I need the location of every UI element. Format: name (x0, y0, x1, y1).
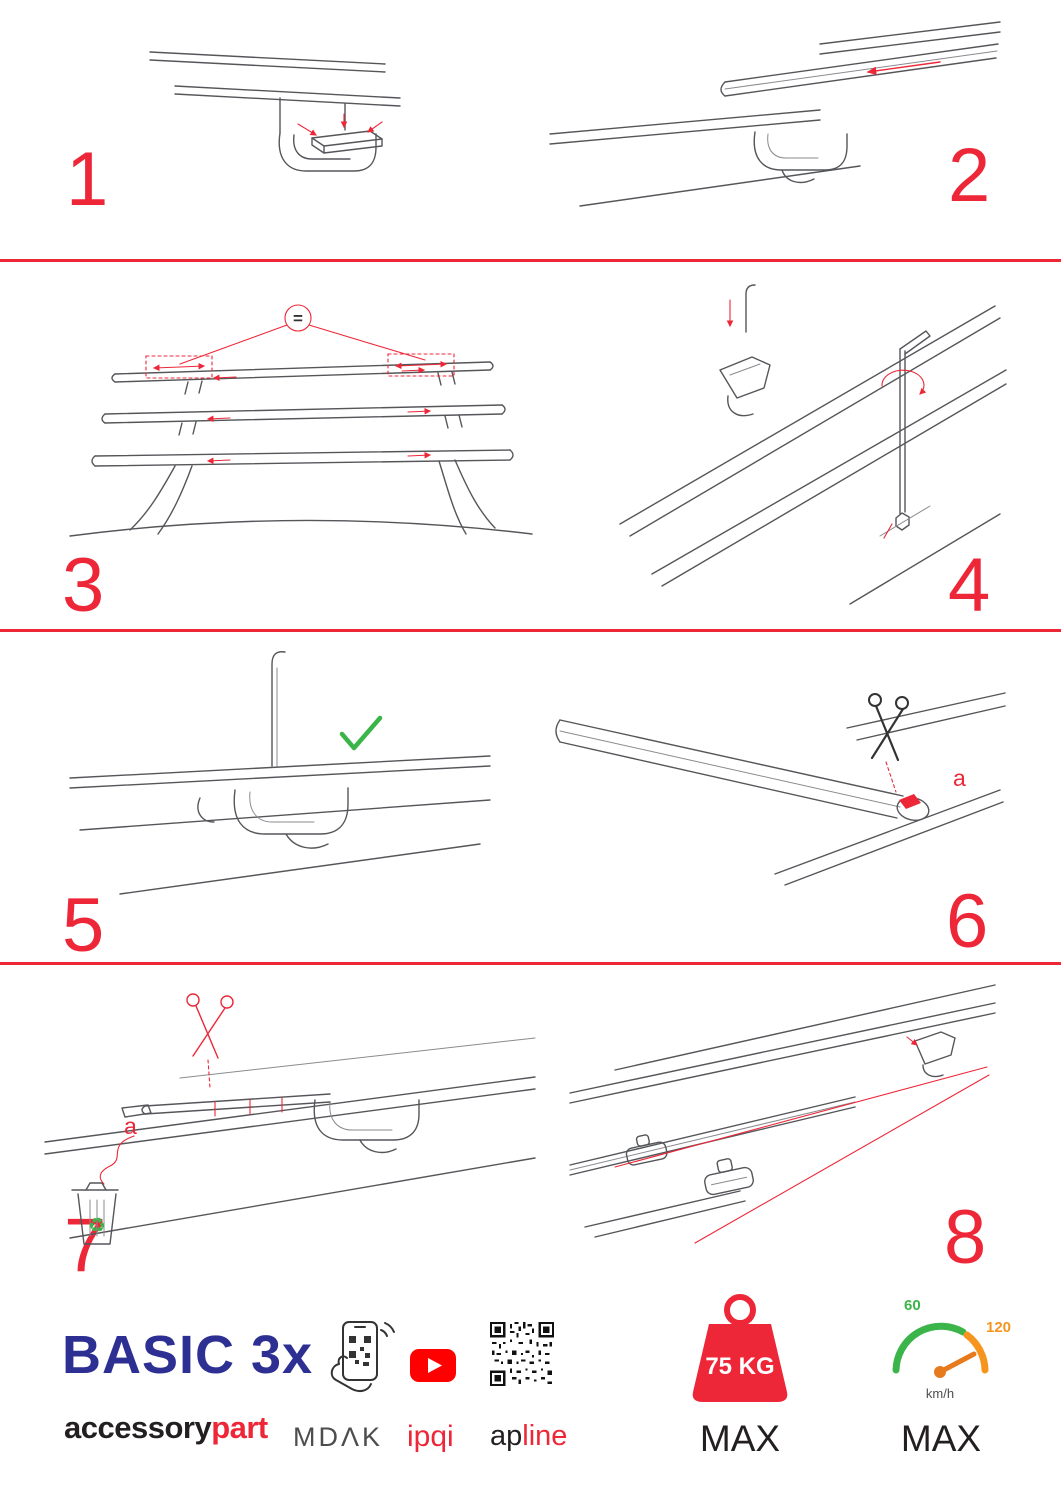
brand-wordmark-red: part (211, 1410, 268, 1445)
divider (0, 962, 1061, 965)
step-4-illustration (619, 284, 1007, 605)
apline-logo-black: ap (490, 1420, 523, 1452)
step-5-illustration (69, 651, 491, 895)
recycle-icon: ♻ (88, 1215, 106, 1237)
scan-qr-phone-icon (330, 1321, 395, 1393)
max-speed-label: MAX (900, 1418, 982, 1459)
apline-logo: apline (490, 1422, 567, 1451)
step-8-illustration (569, 984, 996, 1244)
discard-piece-label: a (124, 1113, 137, 1139)
divider (0, 629, 1061, 632)
trash-icon (71, 1182, 119, 1245)
brand-wordmark-black: accessory (64, 1410, 212, 1445)
scissors-icon (868, 693, 909, 762)
speed-low-label: 60 (904, 1297, 921, 1314)
max-weight-value: 75 KG (705, 1353, 774, 1380)
check-icon (339, 715, 383, 751)
speedometer-icon: 60 120 km/h (892, 1297, 1011, 1401)
qr-code (490, 1322, 554, 1386)
end-cap-piece (704, 1158, 754, 1196)
step-2-illustration (549, 21, 1001, 207)
step-6-illustration: a (555, 692, 1006, 886)
speed-high-label: 120 (986, 1319, 1011, 1336)
mdak-logo: MDΛK (293, 1422, 384, 1452)
cut-point-label: a (953, 765, 966, 791)
scissors-icon (186, 993, 234, 1059)
ipqi-logo: ipqi (407, 1420, 454, 1453)
equal-spacing-label: = (293, 309, 303, 328)
step-3-illustration: = (69, 304, 533, 537)
end-cap-piece (625, 1134, 668, 1166)
product-name: BASIC 3x (62, 1325, 314, 1385)
step-number-5: 5 (62, 883, 105, 968)
step-number-6: 6 (946, 879, 989, 964)
apline-logo-red: line (522, 1420, 568, 1452)
step-number-8: 8 (944, 1195, 987, 1280)
step-7-illustration: a ♻ (44, 993, 536, 1245)
step-number-4: 4 (948, 543, 991, 628)
brand-wordmark: accessorypart (64, 1412, 268, 1443)
step-number-2: 2 (948, 133, 991, 218)
max-weight-icon: 75 KG (692, 1294, 788, 1402)
youtube-icon (410, 1349, 456, 1382)
step-number-1: 1 (66, 137, 109, 222)
speed-unit-label: km/h (926, 1386, 954, 1401)
step-number-3: 3 (62, 543, 105, 628)
step-1-illustration (149, 51, 401, 172)
divider (0, 259, 1061, 262)
step-number-7: 7 (64, 1203, 107, 1288)
cut-strip-highlight (899, 794, 921, 809)
max-weight-label: MAX (699, 1418, 781, 1459)
